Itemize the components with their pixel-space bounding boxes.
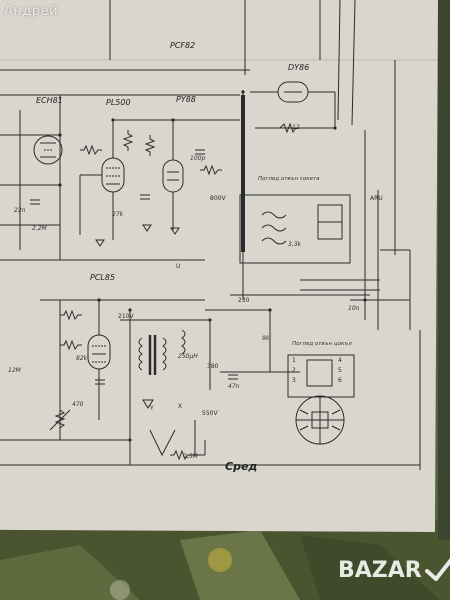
brand-logo: BAZAR	[338, 555, 450, 585]
label-800v: 800V	[210, 195, 226, 202]
label-r12m: 12M	[8, 367, 22, 374]
label-r470: 470	[72, 401, 84, 408]
pin-2: 2	[292, 367, 296, 374]
tube-label-ech81: ECH81	[36, 96, 63, 105]
label-380: 380	[207, 363, 219, 370]
label-u: U	[176, 263, 180, 270]
pin-3: 3	[292, 377, 296, 384]
label-r27k: 27k	[112, 211, 124, 218]
brand-name: BAZAR	[338, 557, 422, 583]
socket-view-note-1: Поглед отвън сокета	[258, 176, 320, 182]
tube-label-pcf82: PCF82	[170, 41, 195, 50]
label-r9k: 9k	[262, 335, 270, 342]
tube-label-py88: PY88	[176, 95, 196, 104]
label-x: X	[178, 403, 182, 410]
circuit-schematic: ECH81 PL500 PY88 PCL85 DY86 PCF82 Поглед…	[0, 0, 438, 473]
label-210v: 210V	[118, 313, 134, 320]
label-y: Y	[149, 405, 154, 412]
watermark-text: Андрей	[4, 4, 59, 19]
label-aru: ARU	[370, 195, 383, 202]
socket-view-note-2: Поглед отвън цокъл	[292, 341, 352, 347]
label-r12: 12	[292, 124, 300, 131]
label-230: 230	[238, 297, 250, 304]
label-c10n: 10n	[348, 305, 360, 312]
tube-label-pl500: PL500	[106, 98, 131, 107]
checkmark-icon	[424, 558, 450, 581]
label-r22m: 2,2M	[32, 225, 48, 232]
label-r82k: 82k	[76, 355, 88, 362]
label-l250uh: 250µH	[178, 353, 198, 360]
label-c100p: 100p	[190, 155, 205, 162]
tube-label-dy86: DY86	[288, 63, 309, 72]
pin-1: 1	[292, 357, 296, 364]
pin-6: 6	[338, 377, 342, 384]
label-c47n: 47n	[228, 383, 240, 390]
pin-4: 4	[338, 357, 342, 364]
label-r33k: 3,3k	[288, 241, 302, 248]
label-c22n: 22n	[14, 207, 26, 214]
tube-label-pcl85: PCL85	[90, 273, 115, 282]
label-550v: 550V	[202, 410, 218, 417]
section-label-sred: Сред	[225, 460, 257, 473]
pin-5: 5	[338, 367, 342, 374]
label-r05m: 0,5M	[183, 453, 199, 460]
schematic-sheet: ECH81 PL500 PY88 PCL85 DY86 PCF82 Поглед…	[0, 0, 438, 532]
